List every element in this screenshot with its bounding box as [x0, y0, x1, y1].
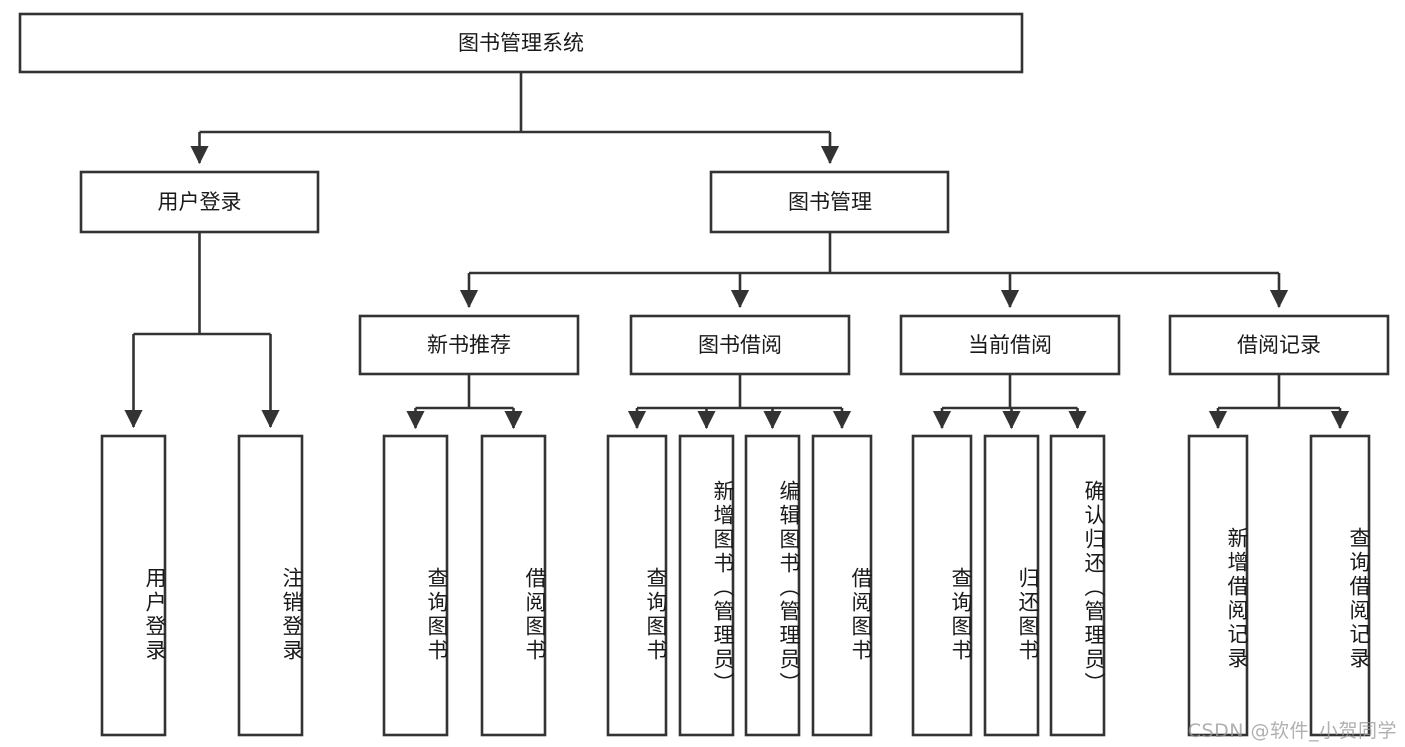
connector-borrow-record-to-leaves	[1208, 374, 1350, 430]
node-leaf-edit-book-admin[interactable]	[744, 434, 801, 737]
node-leaf-query-book-current[interactable]	[911, 434, 973, 737]
connector-book-manage-to-level3	[459, 232, 1289, 309]
node-leaf-add-book-admin[interactable]	[678, 434, 735, 737]
node-root-system-label: 图书管理系统	[458, 31, 584, 55]
node-leaf-borrow-book-rec[interactable]	[480, 434, 547, 737]
node-leaf-borrow-book[interactable]	[811, 434, 873, 737]
connector-current-borrow-to-leaves	[932, 374, 1087, 430]
node-new-book-recommend[interactable]: 新书推荐	[358, 314, 580, 376]
node-book-borrow-label: 图书借阅	[698, 333, 782, 357]
node-leaf-confirm-return-admin[interactable]	[1049, 434, 1106, 737]
node-current-borrow[interactable]: 当前借阅	[899, 314, 1121, 376]
connector-user-login-to-leaves	[124, 232, 280, 429]
connector-new-book-rec-to-leaves	[406, 374, 523, 430]
node-leaf-return-book[interactable]	[983, 434, 1040, 737]
csdn-watermark: CSDN @软件_小贺同学	[1187, 720, 1397, 742]
node-leaf-query-book-borrow[interactable]	[606, 434, 668, 737]
node-leaf-user-login[interactable]	[100, 434, 167, 737]
node-book-management[interactable]: 图书管理	[709, 170, 950, 234]
node-new-book-recommend-label: 新书推荐	[427, 333, 511, 357]
connector-root-to-level2	[190, 72, 840, 165]
node-current-borrow-label: 当前借阅	[968, 333, 1052, 357]
node-leaf-query-borrow-record[interactable]	[1309, 434, 1371, 737]
node-leaf-add-borrow-record[interactable]	[1187, 434, 1249, 737]
connector-book-borrow-to-leaves	[627, 374, 852, 430]
node-user-login-label: 用户登录	[158, 190, 242, 214]
node-book-management-label: 图书管理	[788, 190, 872, 214]
node-borrow-record[interactable]: 借阅记录	[1168, 314, 1390, 376]
node-user-login[interactable]: 用户登录	[79, 170, 320, 234]
node-root-system[interactable]: 图书管理系统	[18, 12, 1024, 74]
node-leaf-query-book-rec[interactable]	[382, 434, 449, 737]
node-borrow-record-label: 借阅记录	[1237, 333, 1321, 357]
node-book-borrow[interactable]: 图书借阅	[629, 314, 851, 376]
node-leaf-logout[interactable]	[237, 434, 304, 737]
